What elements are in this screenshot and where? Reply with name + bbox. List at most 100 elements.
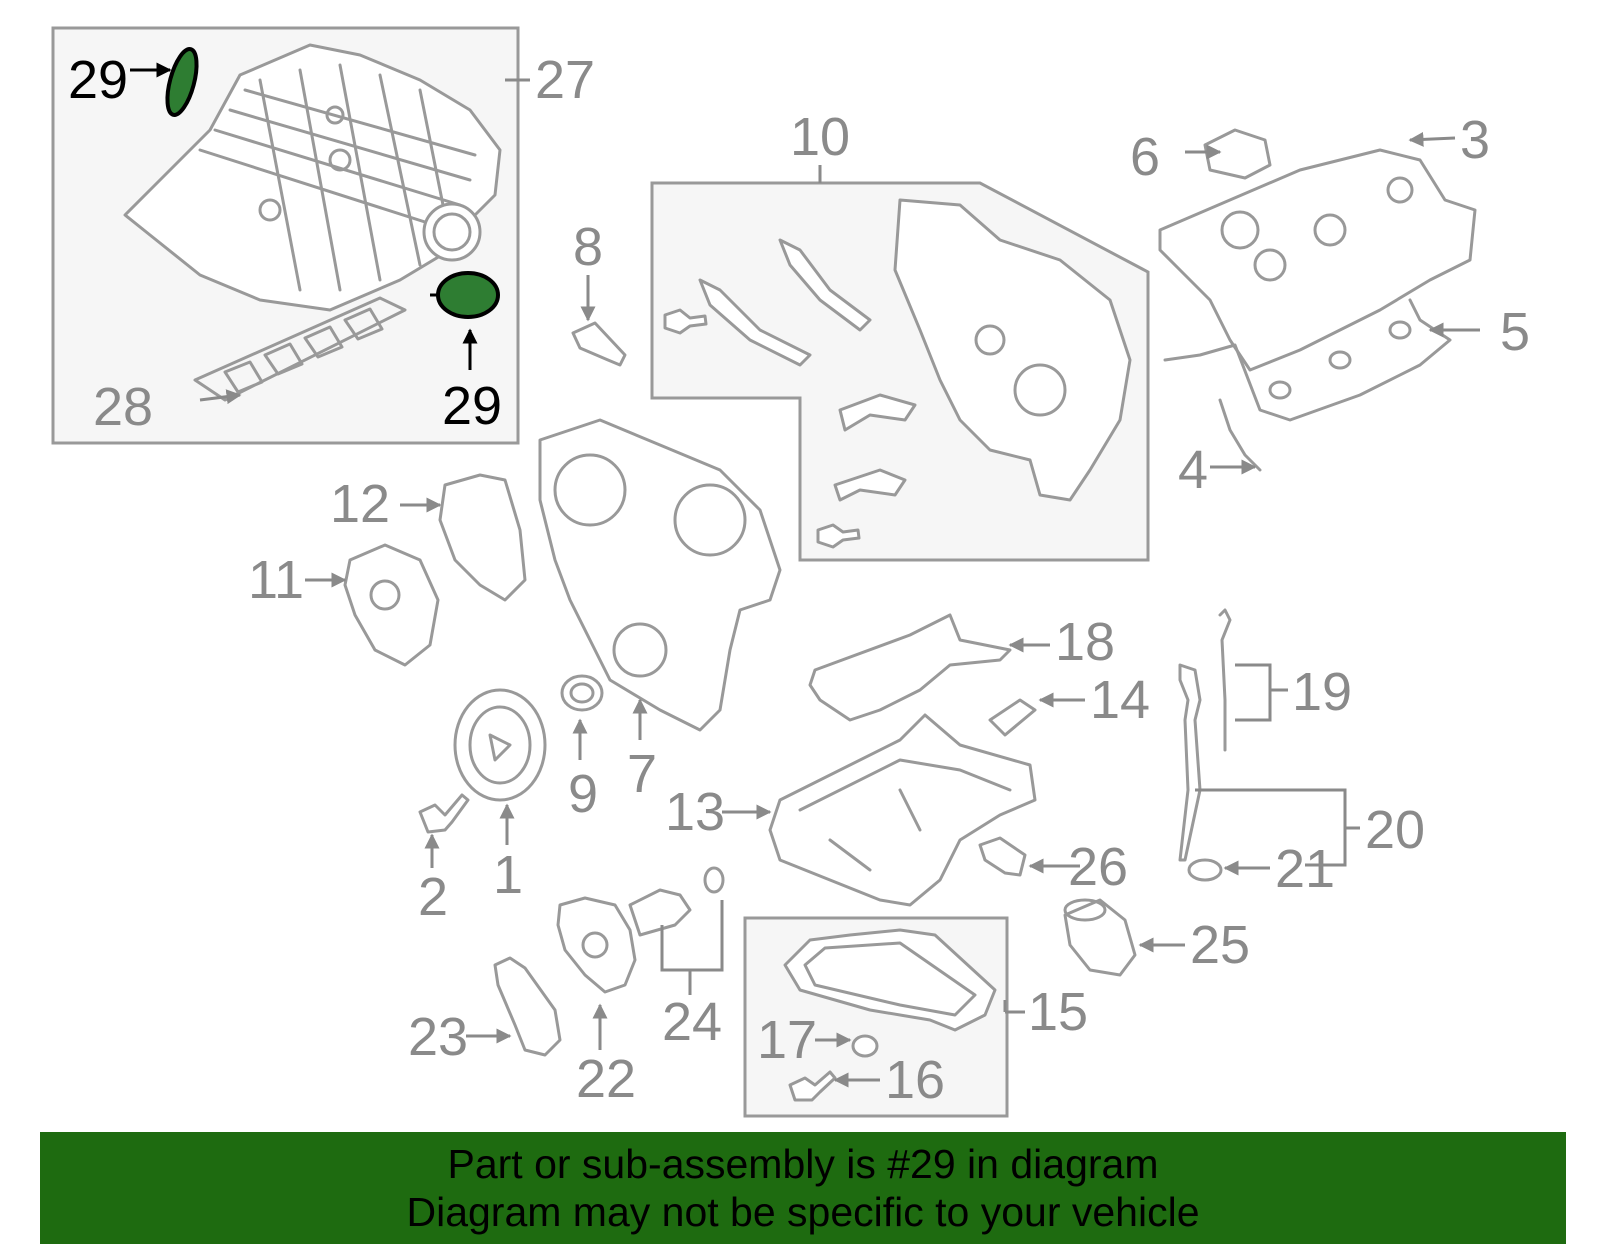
manifold-port-3 [325, 105, 345, 125]
leader-28 [199, 389, 242, 405]
callout-22: 22 [576, 1049, 636, 1109]
front-cover-cam-bore-right [673, 483, 747, 557]
spark-plug-seals [1268, 320, 1412, 400]
filter-group [978, 836, 1137, 977]
callout-labels: 29 29 28 27 10 8 6 3 5 4 12 11 18 14 13 … [68, 50, 1530, 1110]
liquid-gasket-tube [571, 321, 627, 367]
callout-23: 23 [408, 1007, 468, 1067]
throttle-bore [432, 212, 472, 252]
callout-25: 25 [1190, 915, 1250, 975]
banner-line-1: Part or sub-assembly is #29 in diagram [447, 1141, 1159, 1187]
front-cover-gasket [438, 473, 527, 602]
valve-cover-port-1 [1253, 248, 1287, 282]
banner-line-2: Diagram may not be specific to your vehi… [406, 1189, 1200, 1235]
intake-manifold-group [51, 26, 520, 445]
oil-level-gauge-guide [1178, 663, 1202, 862]
leader-3 [1408, 131, 1456, 147]
crank-group [418, 321, 627, 834]
oil-filler-cap [1203, 128, 1272, 180]
callout-19: 19 [1292, 662, 1352, 722]
callout-28: 28 [93, 377, 153, 437]
timing-chain-slipper [833, 468, 907, 502]
oil-filter [1063, 898, 1137, 977]
timing-bolt-1 [663, 308, 708, 335]
callout-29-top: 29 [68, 50, 128, 110]
front-oil-seal-inner [569, 682, 595, 704]
front-cover-group [343, 418, 782, 732]
inner-timing-cover [893, 198, 1132, 502]
oil-filter-base [1063, 898, 1107, 922]
manifold-gasket [193, 296, 407, 402]
oil-pump-rotor [581, 931, 609, 959]
oil-filler-port [1220, 210, 1260, 250]
callout-27: 27 [535, 50, 595, 110]
callout-10: 10 [790, 107, 850, 167]
relief-valve-washer [703, 866, 725, 894]
callout-7: 7 [627, 744, 657, 804]
callout-13: 13 [665, 782, 725, 842]
gasket-29-top [165, 47, 199, 117]
oil-pan-group [743, 613, 1037, 1118]
oil-level-gauge [1218, 608, 1232, 752]
callout-14: 14 [1090, 670, 1150, 730]
intake-manifold-ribs [198, 63, 477, 292]
callout-16: 16 [885, 1050, 945, 1110]
valve-cover [1158, 148, 1477, 372]
oil-pressure-switch [978, 836, 1027, 877]
water-pump-impeller [369, 579, 401, 611]
intake-manifold [123, 43, 502, 312]
upper-oil-pan-inner [798, 758, 1012, 872]
callout-9: 9 [568, 764, 598, 824]
timing-chain-guide-2 [698, 278, 812, 367]
front-cover-seal-bore [612, 622, 668, 678]
relief-valve [628, 888, 692, 937]
oil-pump-group [493, 866, 725, 1057]
timing-chain-guide-1 [778, 238, 872, 332]
callout-21: 21 [1275, 839, 1335, 899]
callout-2: 2 [418, 867, 448, 927]
callout-26: 26 [1068, 837, 1128, 897]
inner-cover-hole [974, 324, 1006, 356]
crankshaft-pulley-inner [468, 705, 532, 785]
callout-3: 3 [1460, 110, 1490, 170]
manifold-port-2 [328, 148, 352, 172]
crankshaft-pulley-key [488, 733, 512, 762]
timing-cover-group [650, 181, 1150, 562]
callout-6: 6 [1130, 127, 1160, 187]
dipstick-group [1178, 608, 1232, 882]
callout-17: 17 [757, 1010, 817, 1070]
water-pump [343, 543, 440, 667]
callout-15: 15 [1028, 982, 1088, 1042]
dipstick-o-ring [1187, 858, 1223, 882]
oil-pan-sealant-tube [988, 698, 1037, 737]
callout-11: 11 [248, 550, 304, 610]
front-cover-cam-bore-left [553, 453, 627, 527]
callout-5: 5 [1500, 302, 1530, 362]
lower-oil-pan-inner [803, 941, 977, 1017]
inner-cover-seal-bore [1013, 363, 1067, 417]
lower-oil-pan [783, 928, 997, 1032]
leader-lines [130, 62, 1480, 1088]
leader-19 [1235, 663, 1288, 722]
manifold-port-1 [258, 198, 282, 222]
timing-chain-tensioner-arm [838, 393, 917, 432]
timing-bolt-2 [816, 523, 861, 549]
callout-4: 4 [1178, 440, 1208, 500]
callout-8: 8 [573, 217, 603, 277]
front-timing-cover [538, 418, 782, 732]
oil-pump-housing [556, 896, 637, 994]
info-banner: Part or sub-assembly is #29 in diagram D… [40, 1132, 1566, 1244]
leader-20 [1195, 788, 1360, 867]
gasket-29-throttle [436, 271, 500, 319]
valve-cover-group [1158, 128, 1477, 472]
callout-29-bottom: 29 [442, 376, 502, 436]
upper-oil-pan [768, 713, 1037, 907]
callout-12: 12 [330, 474, 390, 534]
valve-cover-port-2 [1313, 213, 1347, 247]
crankshaft-pulley-bolt [418, 793, 470, 834]
drain-plug-washer [851, 1034, 879, 1058]
valve-cover-port-3 [1386, 176, 1414, 204]
callout-24: 24 [662, 992, 722, 1052]
oil-pan-baffle [808, 613, 1012, 722]
